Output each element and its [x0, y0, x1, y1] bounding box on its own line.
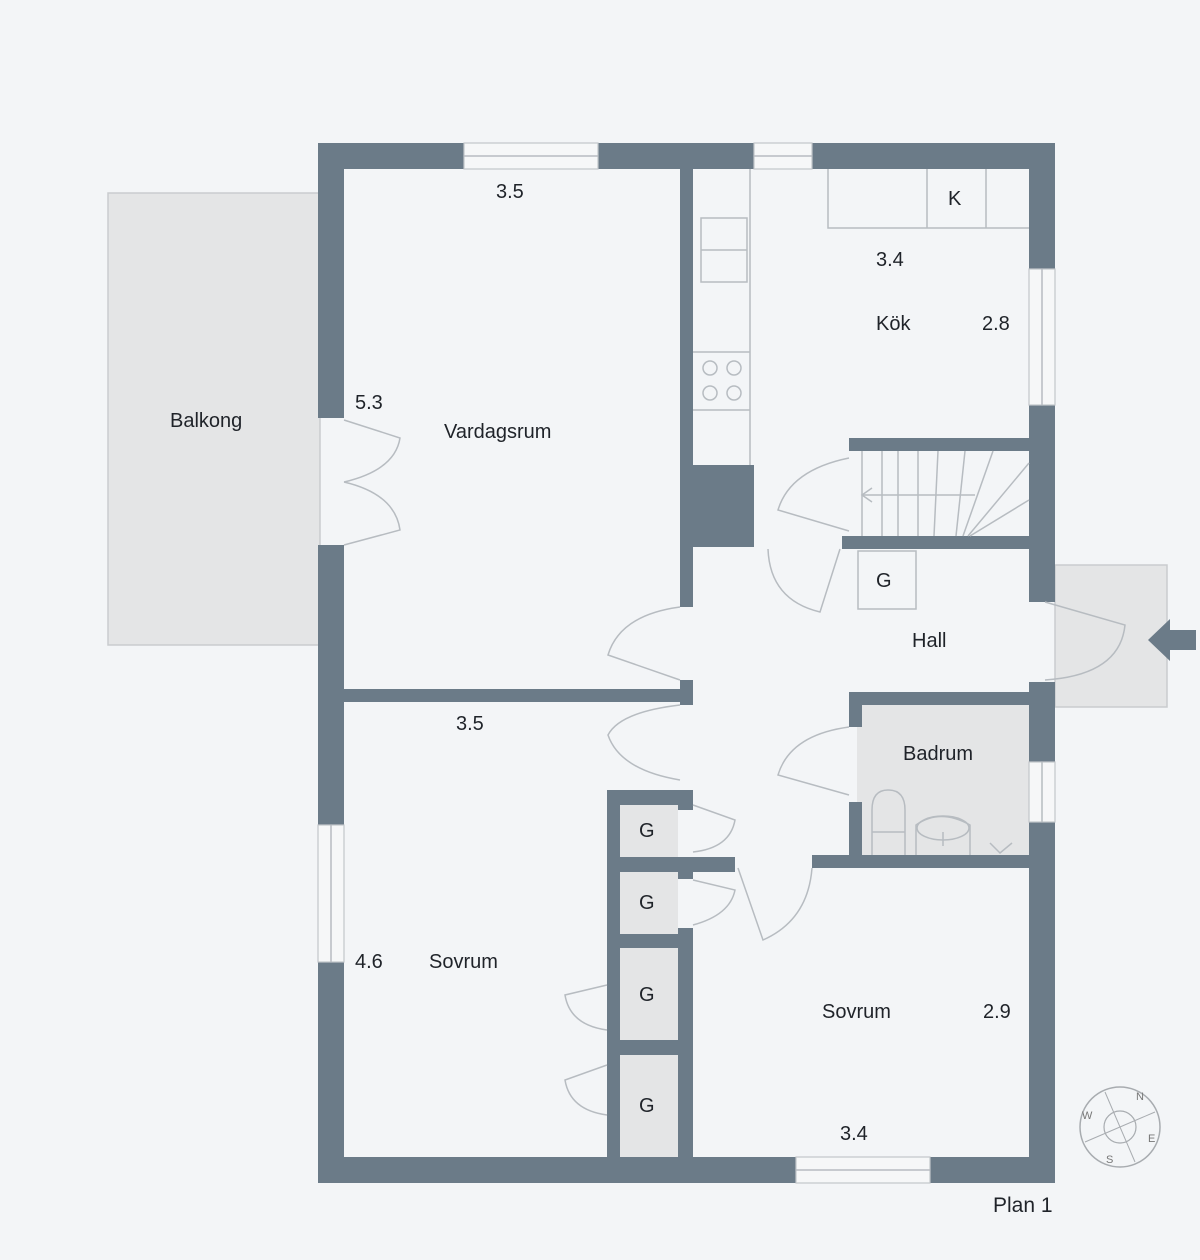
room-label-hall: Hall: [912, 630, 946, 652]
room-label-vardagsrum: Vardagsrum: [444, 421, 551, 443]
balcony-area: [107, 192, 321, 646]
dim-kok-width: 3.4: [876, 249, 904, 271]
closet-label: G: [639, 892, 655, 914]
room-label-kok: Kök: [876, 313, 911, 335]
room-label-sovrum2: Sovrum: [822, 1001, 891, 1023]
closet-floor: [620, 872, 678, 934]
dim-vardagsrum-length: 5.3: [355, 392, 383, 414]
dim-kok-length: 2.8: [982, 313, 1010, 335]
svg-text:W: W: [1082, 1110, 1093, 1122]
bathroom-fixtures: [871, 789, 1013, 855]
door-swings: [343, 419, 1126, 1116]
appliance-label-k: K: [948, 188, 962, 210]
bathroom-floor: [857, 705, 1029, 855]
room-label-balkong: Balkong: [170, 410, 242, 432]
staircase: [860, 450, 1030, 537]
dim-vardagsrum-width: 3.5: [496, 181, 524, 203]
kitchen-fixtures: [693, 169, 1029, 465]
plan-title: Plan 1: [993, 1194, 1053, 1217]
closet-floor: [620, 948, 678, 1040]
closet-floor: [620, 805, 678, 857]
dim-sovrum1-width: 3.5: [456, 713, 484, 735]
room-label-sovrum1: Sovrum: [429, 951, 498, 973]
svg-text:N: N: [1136, 1091, 1144, 1103]
hall-closet-box: [857, 550, 917, 610]
entrance-step: [1054, 564, 1168, 708]
dim-sovrum1-length: 4.6: [355, 951, 383, 973]
dim-sovrum2-width: 3.4: [840, 1123, 868, 1145]
walls: [318, 143, 1055, 1183]
svg-text:E: E: [1148, 1133, 1155, 1145]
closet-label: G: [639, 984, 655, 1006]
windows: [317, 142, 1056, 1184]
svg-text:S: S: [1106, 1154, 1113, 1166]
entrance-arrow-icon: [1148, 619, 1196, 661]
hall-closet-label: G: [876, 570, 892, 592]
closet-floor: [620, 1055, 678, 1157]
closet-label: G: [639, 1095, 655, 1117]
closet-label: G: [639, 820, 655, 842]
room-label-badrum: Badrum: [903, 743, 973, 765]
compass-icon: N E S W: [1079, 1086, 1161, 1168]
dim-sovrum2-length: 2.9: [983, 1001, 1011, 1023]
